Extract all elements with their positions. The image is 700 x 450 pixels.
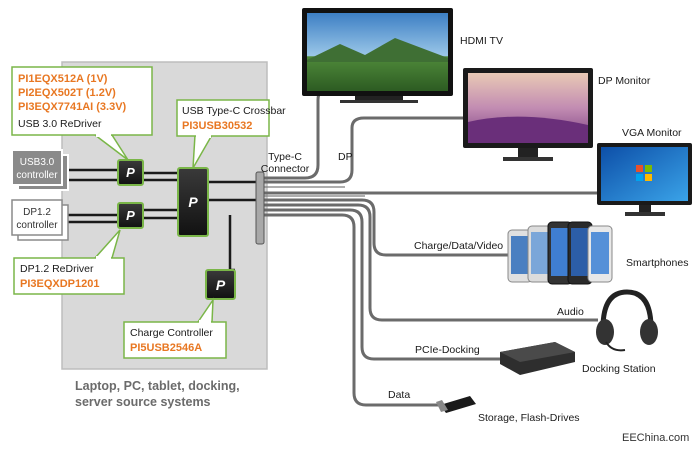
usb-controller-line1: USB3.0 [20,157,55,168]
crossbar-label: USB Type-C Crossbar [182,105,286,117]
system-caption-line1: Laptop, PC, tablet, docking, [75,379,240,393]
link-label-audio: Audio [557,306,584,318]
connector-label-line1: Type-C [268,151,302,163]
usb-controller-line2: controller [16,170,58,181]
cable-strands [262,186,365,197]
dp-monitor-icon [463,68,593,161]
vga-monitor-icon [597,143,692,216]
dp-controller-block: DP1.2 controller [11,199,69,241]
cable-smartphones [262,198,508,257]
docking-station-icon [500,342,575,375]
crossbar-callout: USB Type-C Crossbar PI3USB30532 [176,99,286,169]
connector-label-line2: Connector [261,163,310,175]
link-label-pcie-docking: PCIe-Docking [415,344,480,356]
usb-redriver-part-2: PI2EQX502T (1.2V) [18,87,116,99]
system-caption-line2: server source systems [75,395,211,409]
usb-redriver-label: USB 3.0 ReDriver [18,118,102,130]
cable-pcie [262,208,500,361]
smartphones-icon [507,221,613,285]
charge-controller-part: PI5USB2546A [130,342,202,354]
storage-label: Storage, Flash-Drives [478,412,580,424]
pericom-logo-icon: P [126,208,135,223]
dp-controller-line2: controller [16,220,58,231]
dp-redriver-chip: P [117,202,144,229]
pericom-logo-icon: P [216,277,226,293]
dp-redriver-label: DP1.2 ReDriver [20,263,94,275]
pericom-logo-icon: P [188,194,198,210]
usb-controller-block: USB3.0 controller [11,149,69,191]
crossbar-part: PI3USB30532 [182,120,252,132]
docking-station-label: Docking Station [582,363,656,375]
watermark: EEChina.com [622,432,689,444]
link-label-dp: DP [338,151,353,163]
usb-redriver-callout: PI1EQX512A (1V) PI2EQX502T (1.2V) PI3EQX… [11,66,153,161]
cable-audio [262,203,598,322]
dp-monitor-label: DP Monitor [598,75,651,87]
dp-redriver-callout: DP1.2 ReDriver PI3EQXDP1201 [13,229,125,295]
headset-icon [596,289,658,352]
hdmi-tv-icon [302,8,453,103]
usb-redriver-part-3: PI3EQX7741AI (3.3V) [18,101,127,113]
dp-controller-line1: DP1.2 [23,207,51,218]
hdmi-tv-label: HDMI TV [460,35,503,47]
usb-redriver-part-1: PI1EQX512A (1V) [18,73,108,85]
internal-wiring [68,168,258,272]
usb-redriver-chip: P [117,159,144,186]
charge-controller-label: Charge Controller [130,327,213,339]
cable-data [262,213,440,407]
pericom-logo-icon: P [126,165,135,180]
link-label-data: Data [388,389,410,401]
vga-monitor-label: VGA Monitor [622,127,682,139]
charge-controller-chip: P [205,269,236,300]
crossbar-chip: P [177,167,209,237]
link-label-charge-data-video: Charge/Data/Video [414,240,503,252]
dp-redriver-part: PI3EQXDP1201 [20,278,100,290]
flash-drive-icon [436,396,476,413]
cable-dp [262,116,470,184]
charge-controller-callout: Charge Controller PI5USB2546A [123,297,227,359]
smartphones-label: Smartphones [626,257,688,269]
type-c-connector [255,171,265,245]
